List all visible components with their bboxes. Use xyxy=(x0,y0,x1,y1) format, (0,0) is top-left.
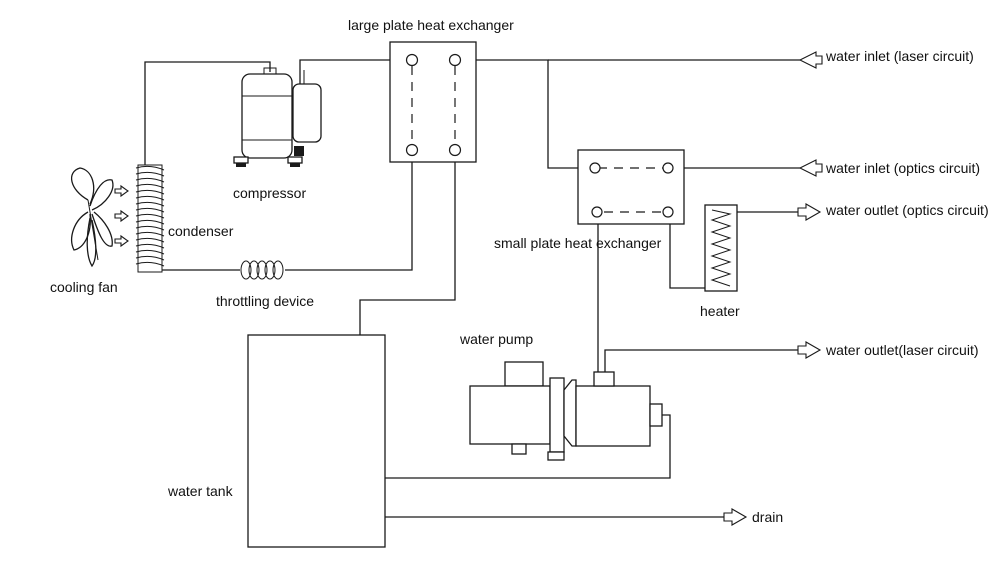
cooling-fan-icon xyxy=(70,167,114,268)
condenser-label: condenser xyxy=(168,223,234,239)
condenser-fin xyxy=(135,201,165,207)
inlet-laser-label: water inlet (laser circuit) xyxy=(825,48,974,64)
condenser-fin xyxy=(135,261,165,267)
compressor-label: compressor xyxy=(233,185,306,201)
condenser-fin xyxy=(135,231,165,237)
throttling-loop xyxy=(256,260,268,280)
throttling-loop xyxy=(272,260,284,280)
water-tank xyxy=(247,334,386,548)
drain-arrow xyxy=(723,508,748,526)
condenser-fin xyxy=(135,189,165,195)
outlet-optics-label: water outlet (optics circuit) xyxy=(825,202,989,218)
condenser-fin xyxy=(135,213,165,219)
inlet-laser-arrow xyxy=(798,51,823,69)
small-plate-label: small plate heat exchanger xyxy=(494,235,662,251)
airflow-arrows xyxy=(114,184,129,248)
throttling-loop xyxy=(240,260,252,280)
outlet-laser-label: water outlet(laser circuit) xyxy=(825,342,979,358)
condenser-fin xyxy=(135,249,165,255)
compressor xyxy=(233,67,322,167)
condenser-fin xyxy=(135,183,165,189)
inlet-optics-arrow xyxy=(798,159,823,177)
large-plate-label: large plate heat exchanger xyxy=(348,17,514,33)
heater xyxy=(704,204,738,292)
condenser-fin xyxy=(135,207,165,213)
condenser-fin xyxy=(135,243,165,249)
condenser-fin xyxy=(135,219,165,225)
outlet-optics-arrow xyxy=(797,203,822,221)
labels: large plate heat exchanger compressor co… xyxy=(50,17,989,525)
outlet-laser-arrow xyxy=(797,341,822,359)
throttling-device xyxy=(240,260,284,280)
drain-label: drain xyxy=(752,509,783,525)
heater-label: heater xyxy=(700,303,740,319)
small-plate-heat-exchanger xyxy=(577,149,685,225)
condenser-fin xyxy=(135,255,165,261)
water-tank-label: water tank xyxy=(167,483,234,499)
condenser-fin xyxy=(135,237,165,243)
condenser-coil xyxy=(135,164,165,273)
throttling-loop xyxy=(248,260,260,280)
condenser-fin xyxy=(135,171,165,177)
port-arrows xyxy=(723,51,823,526)
condenser-fin xyxy=(135,177,165,183)
condenser-fin xyxy=(135,225,165,231)
water-pump-label: water pump xyxy=(459,331,533,347)
water-lines xyxy=(359,59,800,518)
throttling-loop xyxy=(264,260,276,280)
water-pump xyxy=(469,361,663,461)
inlet-optics-label: water inlet (optics circuit) xyxy=(825,160,980,176)
condenser-fin xyxy=(135,165,165,171)
condenser-fin xyxy=(135,195,165,201)
cooling-fan-label: cooling fan xyxy=(50,279,118,295)
throttling-label: throttling device xyxy=(216,293,314,309)
large-plate-heat-exchanger xyxy=(389,41,477,163)
